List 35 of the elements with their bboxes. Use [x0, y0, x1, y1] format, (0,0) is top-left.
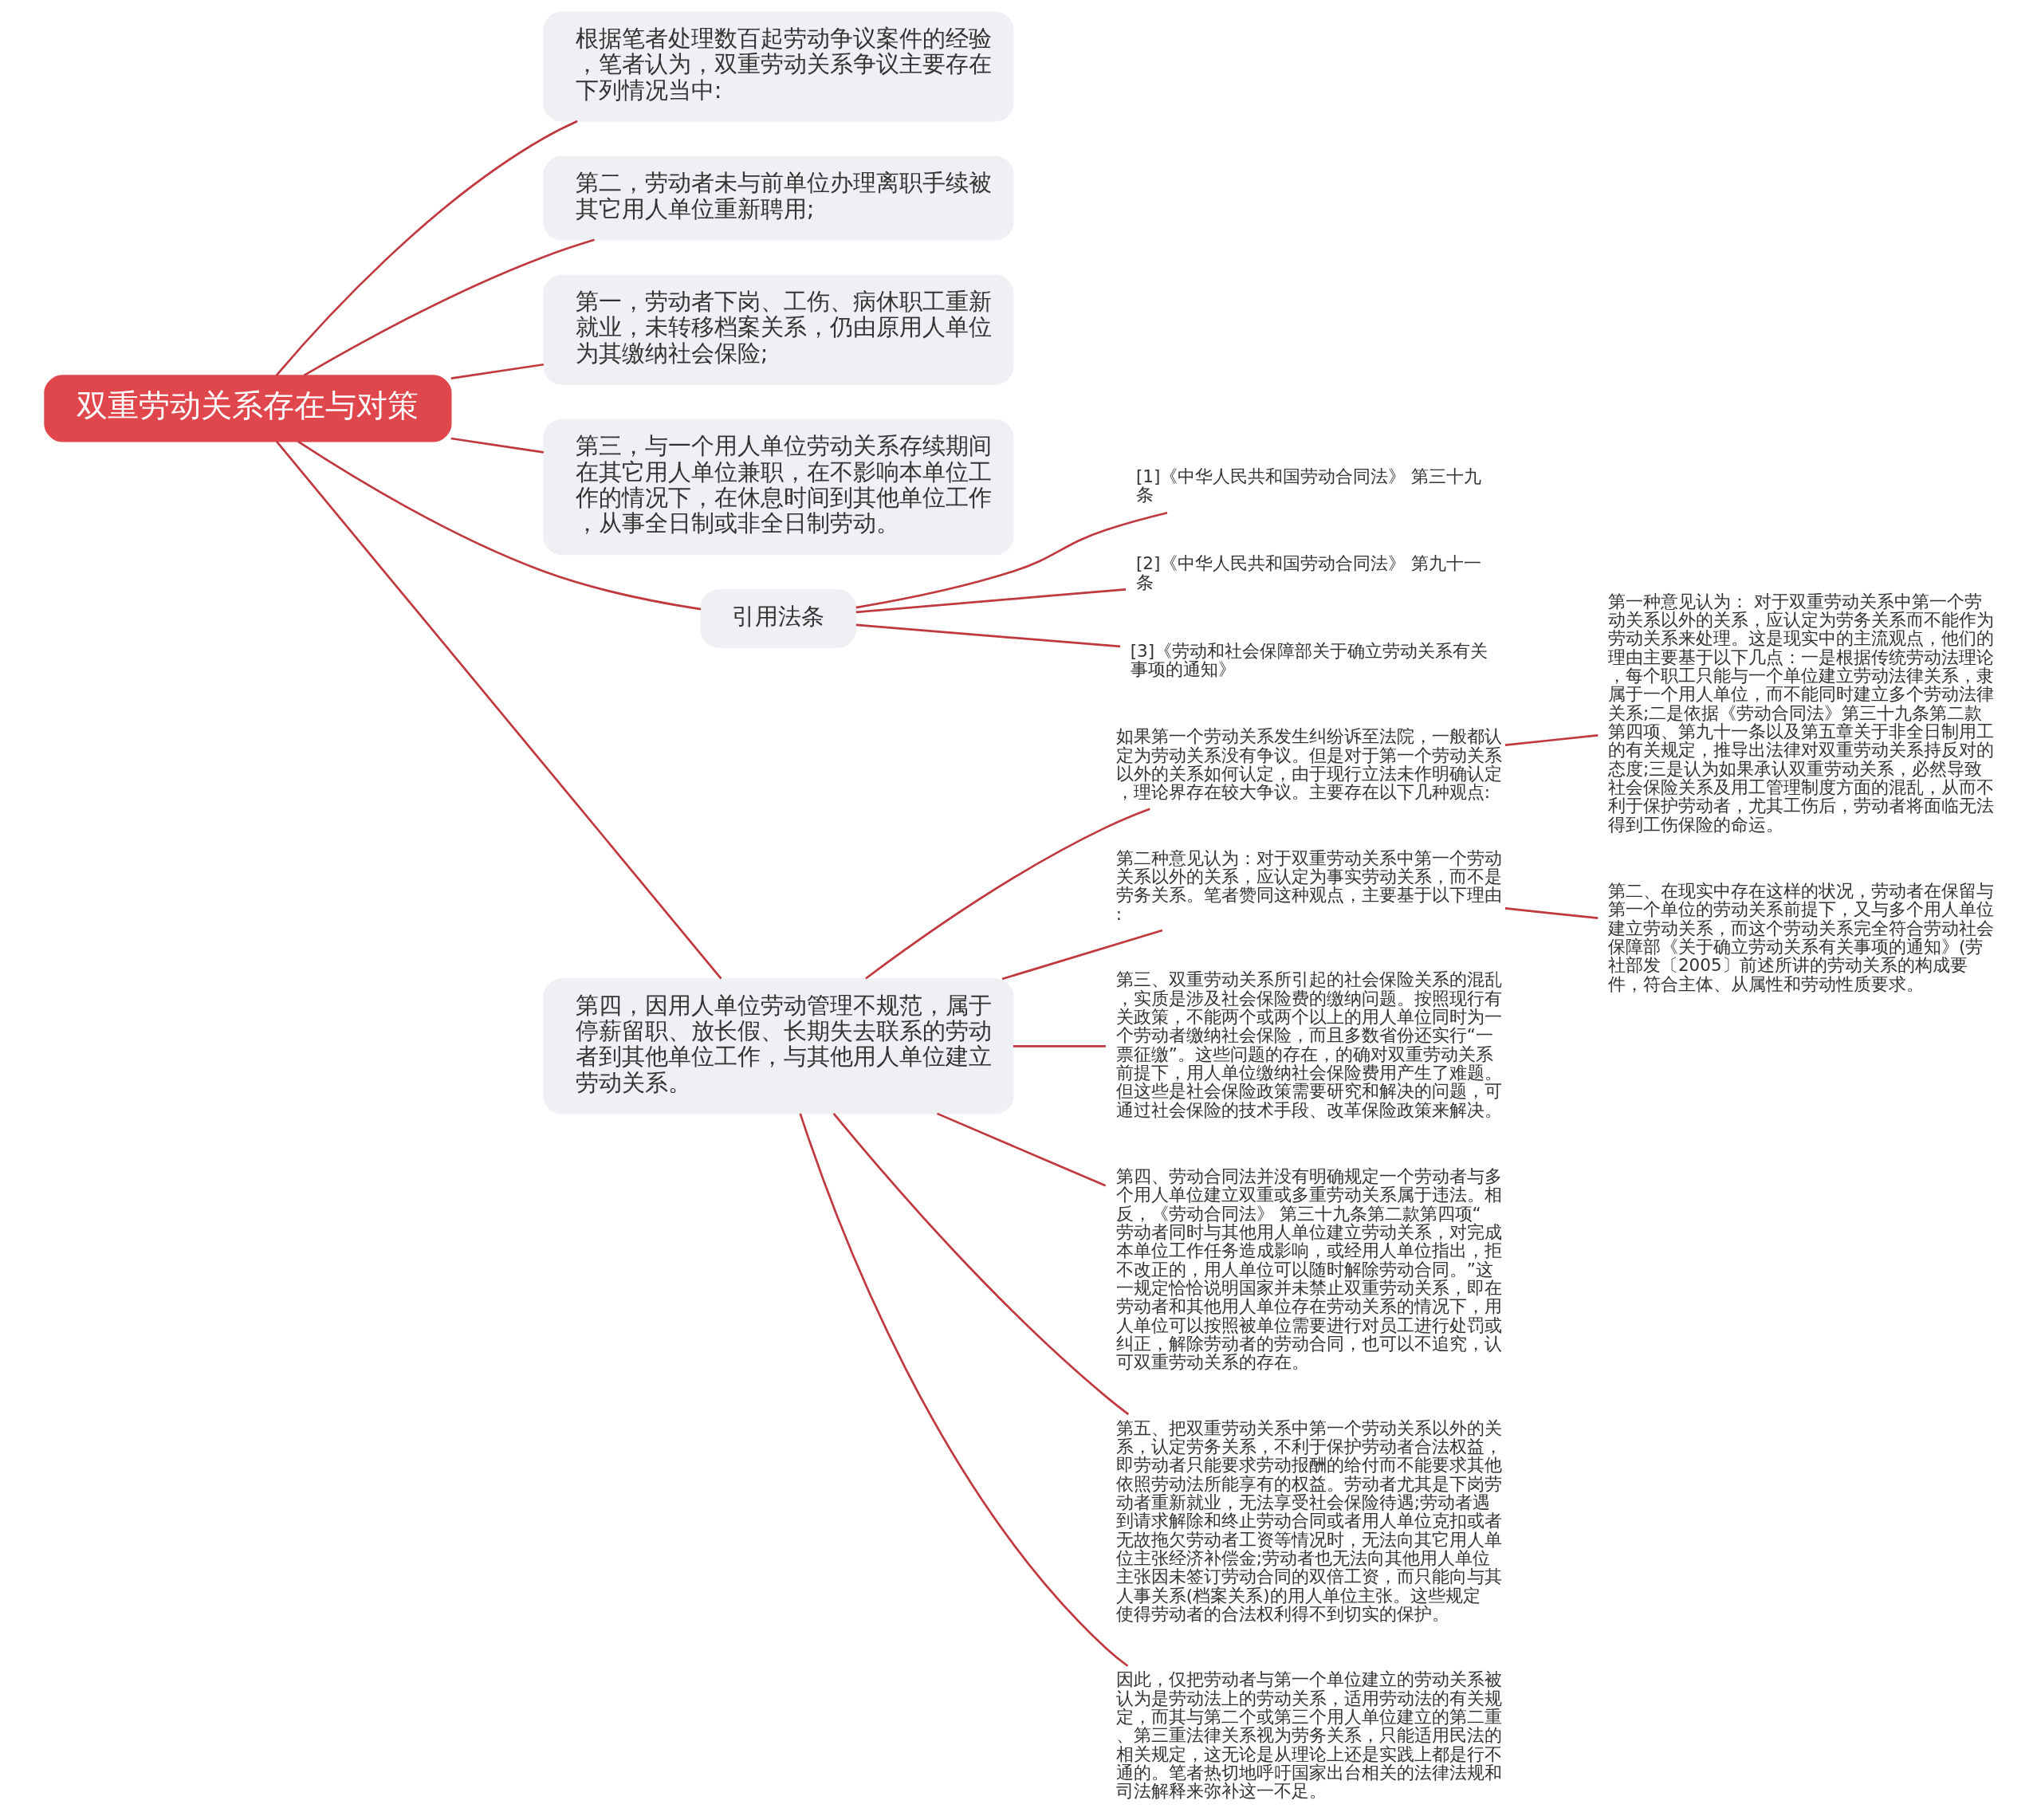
connector [1504, 734, 1598, 746]
connector [450, 437, 544, 454]
connector [1001, 929, 1162, 981]
connector [864, 808, 1150, 980]
connector [297, 440, 701, 611]
node-text: [2]《中华人民共和国劳动合同法》 第九十一条 [1135, 553, 1481, 592]
connector [303, 238, 595, 377]
node-text: [3]《劳动和社会保障部关于确立劳动关系有关事项的通知》 [1130, 640, 1488, 680]
node-text: 如果第一个劳动关系发生纠纷诉至法院，一般都认定为劳动关系没有争议。但是对于第一个劳动关系以外的关系如何认定，由于现行立法未作明确认定，理论界存在较大争议。主要存在以下几种观点: [1115, 726, 1502, 803]
node-box: 第二，劳动者未与前单位办理离职手续被其它用人单位重新聘用; [542, 155, 1014, 241]
connector [832, 1113, 1129, 1416]
node-box: 双重劳动关系存在与对策 [43, 375, 452, 442]
node-box: 第四，因用人单位劳动管理不规范，属于停薪留职、放长假、长期失去联系的劳动者到其他单位工作，与其他用人单位建立劳动关系。 [542, 978, 1014, 1114]
node-text: 第五、把双重劳动关系中第一个劳动关系以外的关系，认定劳务关系，不利于保护劳动者合法权益，即劳动者只能要求劳动报酬的给付而不能要求其他依照劳动法所能享有的权益。劳动者尤其是下岗劳动者重新就业，无法享受社会保险待遇;劳动者遇到请求解除和终止劳动合同或者用人单位克扣或者无故拖欠劳动者工资等情况时，无法向其它用人单位主张经济补偿金;劳动者也无法向其他用人单位主张因未签订劳动合同的双倍工资，而只能向与其人事关系(档案关系)的用人单位主张。这些规定使得劳动者的合法权利得不到切实的保护。 [1115, 1417, 1502, 1624]
node-box: 引用法条 [700, 589, 856, 648]
connector [855, 623, 1120, 648]
connector [799, 1113, 1128, 1667]
node-text: [1]《中华人民共和国劳动合同法》 第三十九条 [1135, 466, 1481, 505]
connector [1504, 907, 1598, 919]
node-box: 第三，与一个用人单位劳动关系存续期间在其它用人单位兼职，在不影响本单位工作的情况下，在休息时间到其他单位工作，从事全日制或非全日制劳动。 [542, 419, 1014, 556]
node-text: 因此，仅把劳动者与第一个单位建立的劳动关系被认为是劳动法上的劳动关系，适用劳动法的有关规定，而其与第二个或第三个用人单位建立的第二重、第三重法律关系视为劳务关系，只能适用民法的相关规定，这无论是从理论上还是实践上都是行不通的。笔者热切地呼吁国家出台相关的法律法规和司法解释来弥补这一不足。 [1115, 1669, 1502, 1802]
connector [275, 440, 722, 980]
connector [855, 588, 1126, 614]
node-text: 第四、劳动合同法并没有明确规定一个劳动者与多个用人单位建立双重或多重劳动关系属于违法。相反，《劳动合同法》 第三十九条第二款第四项“劳动者同时与其他用人单位建立劳动关系，对完成本单位工作任务造成影响，或经用人单位指出，拒不改正的，用人单位可以随时解除劳动合同。”这一规定恰恰说明国家并未禁止双重劳动关系，即在劳动者和其他用人单位存在劳动关系的情况下，用人单位可以按照被单位需要进行对员工进行处罚或纠正，解除劳动者的劳动合同，也可以不追究，认可双重劳动关系的存在。 [1115, 1166, 1502, 1373]
node-box: 第一，劳动者下岗、工伤、病休职工重新就业，未转移档案关系，仍由原用人单位为其缴纳社会保险; [542, 274, 1014, 385]
connector [275, 120, 578, 376]
connector [855, 512, 1167, 609]
node-text: 第二种意见认为：对于双重劳动关系中第一个劳动关系以外的关系，应认定为事实劳动关系，而不是劳务关系。笔者赞同这种观点，主要基于以下理由: [1115, 847, 1502, 924]
node-box: 根据笔者处理数百起劳动争议案件的经验，笔者认为，双重劳动关系争议主要存在下列情况当中: [542, 11, 1014, 122]
node-text: 第二、在现实中存在这样的状况，劳动者在保留与第一个单位的劳动关系前提下，又与多个用人单位建立劳动关系，而这个劳动关系完全符合劳动社会保障部《关于确立劳动关系有关事项的通知》(劳社部发〔2005〕前述所讲的劳动关系的构成要件，符合主体、从属性和劳动性质要求。 [1607, 881, 1994, 994]
node-text: 第一种意见认为： 对于双重劳动关系中第一个劳动关系以外的关系，应认定为劳务关系而不能作为劳动关系来处理。这是现实中的主流观点，他们的理由主要基于以下几点：一是根据传统劳动法理论，每个职工只能与一个单位建立劳动法律关系，隶属于一个用人单位，而不能同时建立多个劳动法律关系;二是依据《劳动合同法》第三十九条第二款第四项、第九十一条以及第五章关于非全日制用工的有关规定，推导出法律对双重劳动关系持反对的态度;三是认为如果承认双重劳动关系，必然导致社会保险关系及用工管理制度方面的混乱，从而不利于保护劳动者，尤其工伤后，劳动者将面临无法得到工伤保险的命运。 [1607, 591, 1994, 835]
connector [450, 363, 544, 379]
node-text: 第三、双重劳动关系所引起的社会保险关系的混乱，实质是涉及社会保险费的缴纳问题。按照现行有关政策，不能两个或两个以上的用人单位同时为一个劳动者缴纳社会保险，而且多数省份还实行“一票征缴”。这些问题的存在，的确对双重劳动关系前提下，用人单位缴纳社会保险费用产生了难题。但这些是社会保险政策需要研究和解决的问题，可通过社会保险的技术手段、改革保险政策来解决。 [1115, 969, 1502, 1120]
connector [936, 1112, 1106, 1187]
connector [1013, 1045, 1106, 1048]
